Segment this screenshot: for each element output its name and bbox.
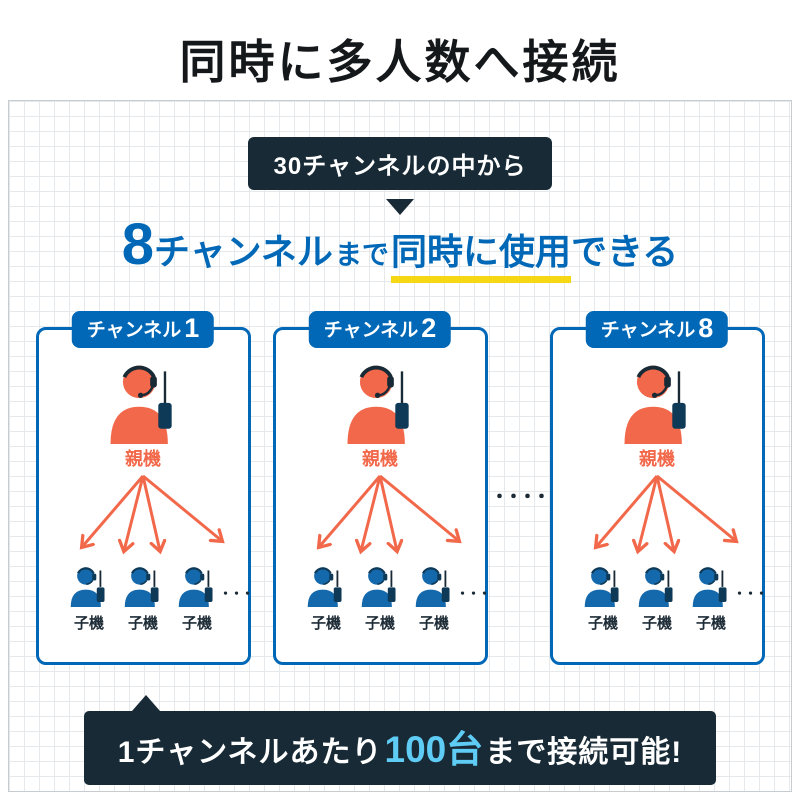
child-device-icon <box>584 567 619 607</box>
children-icons-row <box>68 563 218 609</box>
parent-device-icon <box>110 365 172 444</box>
child-device-icon <box>638 567 673 607</box>
more-children-dots: ・・・ <box>455 586 491 601</box>
headline: 8 チャンネル まで 同時に使用 できる <box>121 212 679 283</box>
parent-label: 親機 <box>639 449 675 469</box>
headline-unit: チャンネル <box>154 231 333 272</box>
banner-prefix: 1チャンネルあたり <box>117 736 383 769</box>
headline-number: 8 <box>121 212 155 277</box>
channel-tab-number: 1 <box>184 313 200 343</box>
child-label: 子機 <box>310 615 341 632</box>
children-group: 子機 子機 子機 ・・・ <box>305 563 491 633</box>
broadcast-arrows-icon <box>562 474 752 559</box>
parent-device-icon <box>624 365 686 444</box>
more-children-dots: ・・・ <box>218 586 254 601</box>
more-children-dots: ・・・ <box>732 586 768 601</box>
child-device-icon <box>692 567 727 607</box>
channel-tab-number: 2 <box>421 313 437 343</box>
broadcast-arrows-icon <box>48 474 238 559</box>
children-labels-row: 子機 子機 子機 <box>305 612 455 633</box>
child-label: 子機 <box>364 615 395 632</box>
children-labels-row: 子機 子機 子機 <box>582 612 732 633</box>
parent-label: 親機 <box>125 449 161 469</box>
channel-cards-row: チャンネル 1 親機 <box>35 311 768 665</box>
children-icons-row <box>582 563 732 609</box>
child-device-icon <box>178 567 213 607</box>
child-label: 子機 <box>587 615 618 632</box>
diagram-area: 30チャンネルの中から 8 チャンネル まで 同時に使用 できる チャンネル 1 <box>8 100 792 792</box>
channel-card-8: チャンネル 8 親機 <box>549 311 768 665</box>
channel-tab-2: チャンネル 2 <box>308 311 452 348</box>
child-label: 子機 <box>127 615 158 632</box>
child-label: 子機 <box>73 615 104 632</box>
channel-tab-label: チャンネル <box>600 320 696 341</box>
headline-rest: できる <box>570 231 679 272</box>
channel-tab-label: チャンネル <box>86 320 182 341</box>
channel-tab-number: 8 <box>698 313 714 343</box>
child-device-icon <box>307 567 342 607</box>
channel-tab-label: チャンネル <box>323 320 419 341</box>
child-label: 子機 <box>418 615 449 632</box>
top-callout-badge: 30チャンネルの中から <box>247 137 553 190</box>
child-label: 子機 <box>641 615 672 632</box>
channel-card-1: チャンネル 1 親機 <box>35 311 254 665</box>
child-device-icon <box>70 567 105 607</box>
banner-highlight: 100台 <box>384 729 484 770</box>
children-labels-row: 子機 子機 子機 <box>68 612 218 633</box>
child-label: 子機 <box>181 615 212 632</box>
bottom-banner-wrap: 1チャンネルあたり 100台 まで接続可能! <box>83 695 717 785</box>
callout-pointer-down-icon <box>386 199 414 215</box>
children-group: 子機 子機 子機 ・・・ <box>582 563 768 633</box>
broadcast-arrows-icon <box>285 474 475 559</box>
child-device-icon <box>361 567 396 607</box>
children-group: 子機 子機 子機 ・・・ <box>68 563 254 633</box>
parent-label: 親機 <box>362 449 398 469</box>
top-callout-text: 30チャンネルの中から <box>273 153 527 180</box>
channel-tab-1: チャンネル 1 <box>71 311 215 348</box>
child-label: 子機 <box>695 615 726 632</box>
channel-tab-8: チャンネル 8 <box>585 311 729 348</box>
bottom-banner: 1チャンネルあたり 100台 まで接続可能! <box>83 711 717 785</box>
page-title: 同時に多人数へ接続 <box>179 36 621 88</box>
channel-card-2: チャンネル 2 親機 <box>272 311 491 665</box>
child-device-icon <box>124 567 159 607</box>
banner-suffix: まで接続可能! <box>485 736 683 769</box>
banner-pointer-up-icon <box>131 695 160 711</box>
headline-underlined: 同時に使用 <box>390 223 571 283</box>
parent-device-icon <box>347 365 409 444</box>
more-channels-dots: ・・・・ <box>490 487 551 507</box>
child-device-icon <box>415 567 450 607</box>
children-icons-row <box>305 563 455 609</box>
headline-upto: まで <box>334 240 389 270</box>
